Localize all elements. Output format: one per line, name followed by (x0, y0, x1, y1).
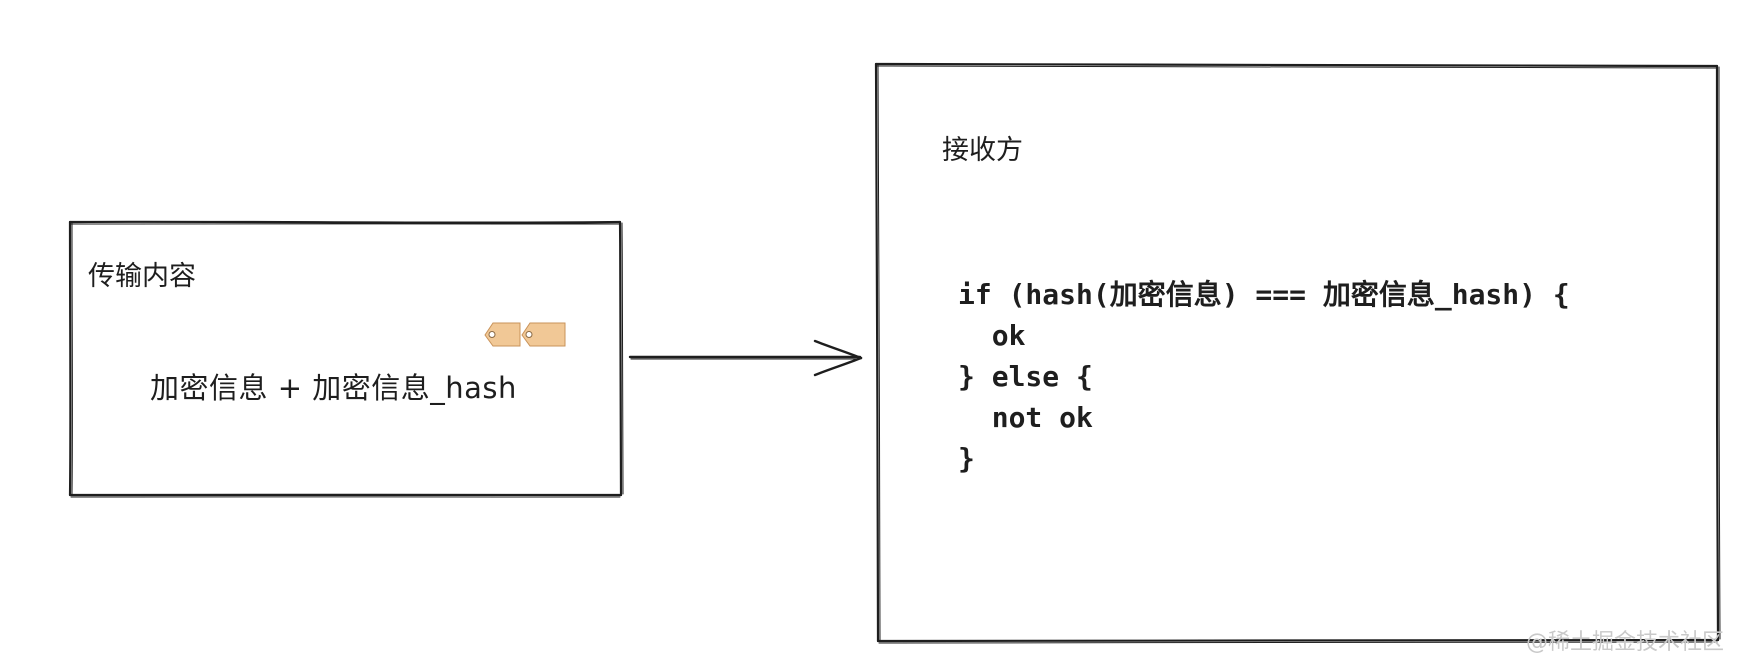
watermark: @稀土掘金技术社区 (1525, 630, 1724, 655)
code-line: ok (958, 319, 1026, 352)
price-tag-icon (484, 322, 566, 347)
code-line: if (hash(加密信息) === 加密信息_hash) { (958, 278, 1570, 311)
transfer-arrow (628, 339, 863, 377)
verification-code: if (hash(加密信息) === 加密信息_hash) { ok } els… (958, 274, 1570, 479)
receiver-title: 接收方 (942, 135, 1023, 166)
receiver-box (874, 62, 1721, 644)
code-line: } (958, 442, 975, 475)
code-line: } else { (958, 360, 1093, 393)
code-line: not ok (958, 401, 1093, 434)
sender-box (68, 220, 624, 498)
transmitted-payload: 加密信息 + 加密信息_hash (150, 371, 517, 405)
sender-title: 传输内容 (88, 261, 196, 292)
